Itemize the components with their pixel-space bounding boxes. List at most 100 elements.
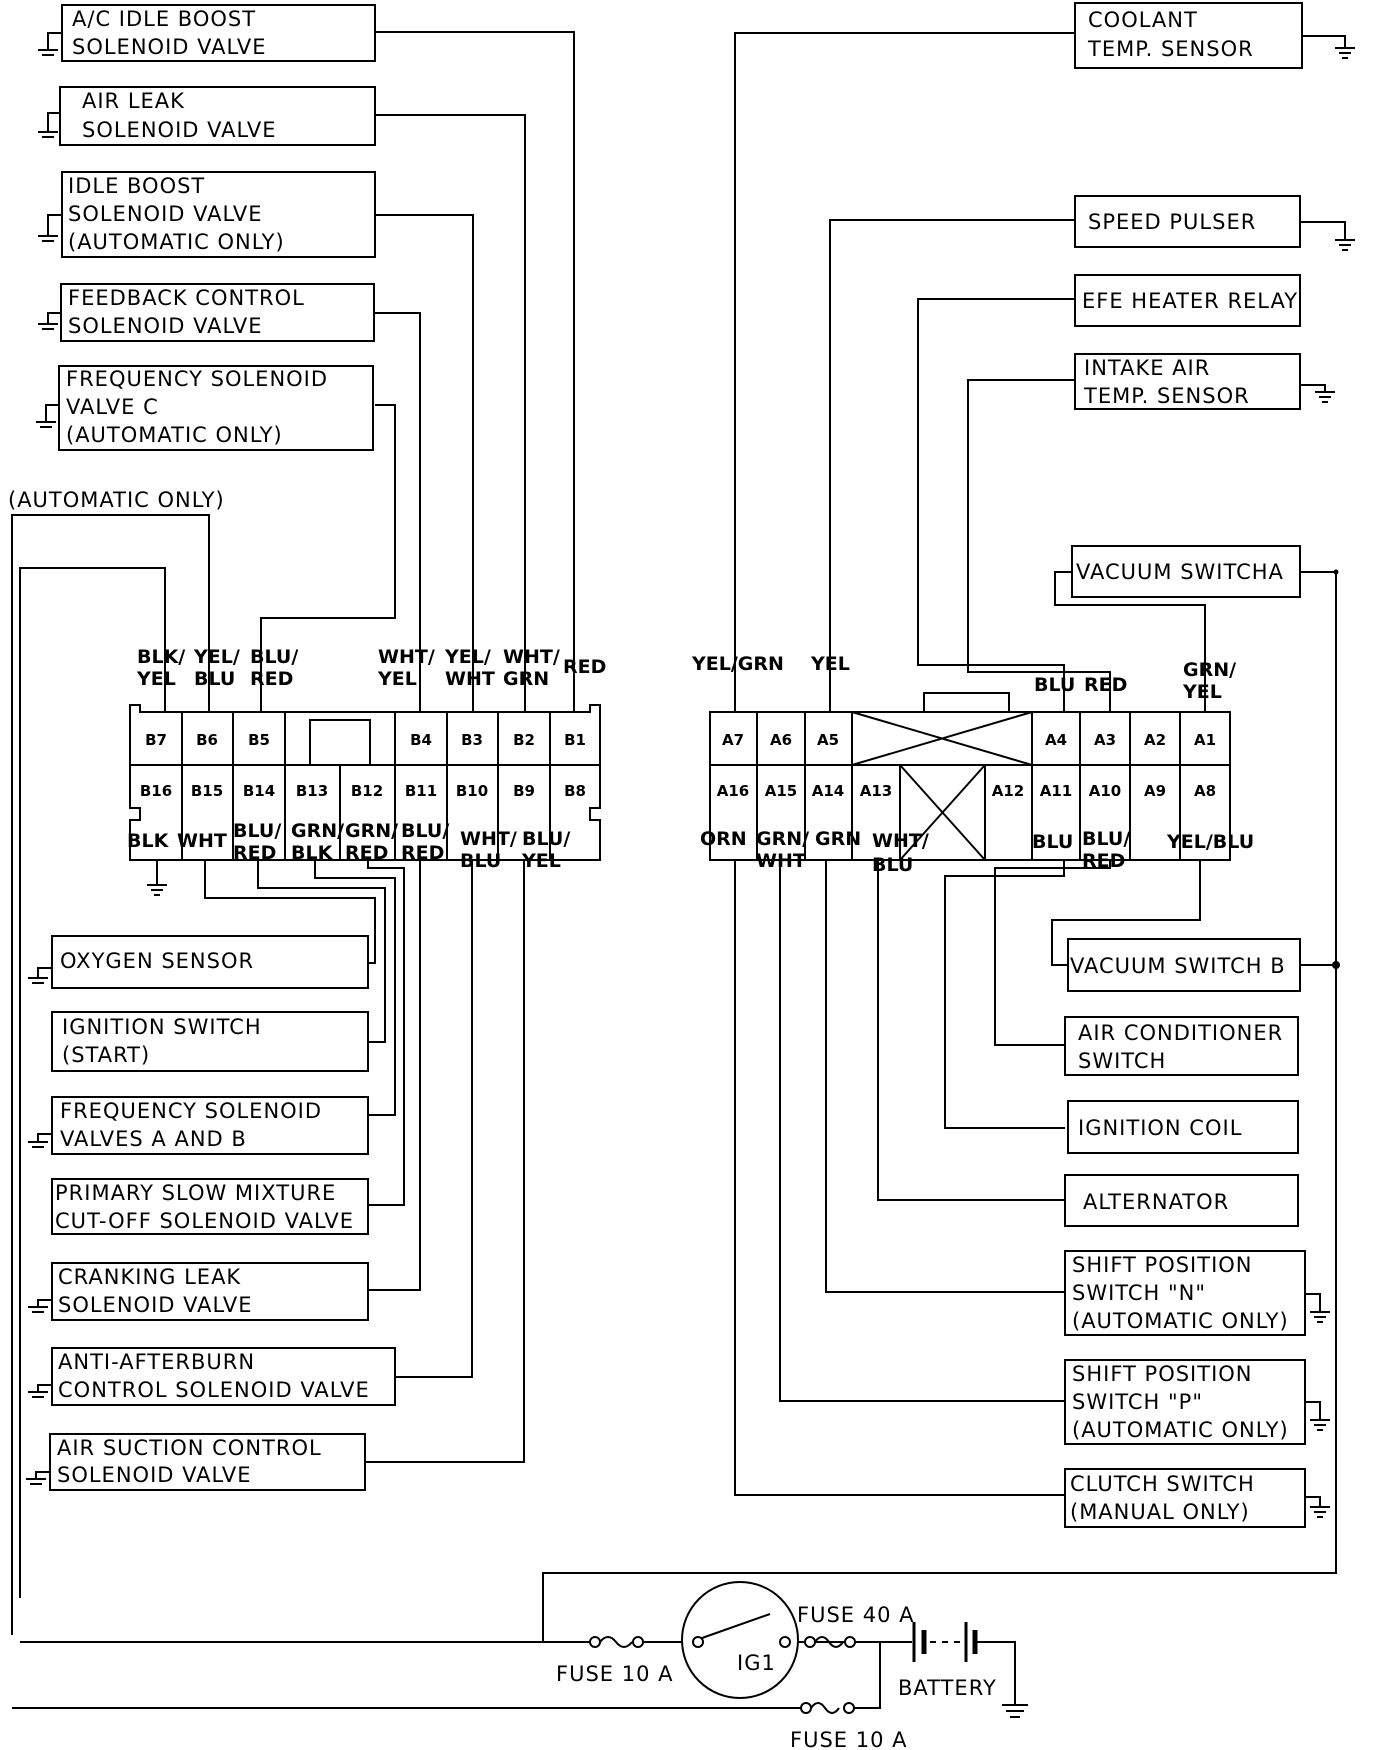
ground-icon xyxy=(26,1471,50,1485)
component-label: CUT-OFF SOLENOID VALVE xyxy=(55,1209,354,1233)
wire-color: BLU xyxy=(872,854,913,876)
component-label: VACUUM SWITCHA xyxy=(1076,560,1284,584)
ground-symbols xyxy=(26,32,1355,1718)
wire-color: YEL/ xyxy=(193,646,240,668)
component-label: (AUTOMATIC ONLY) xyxy=(66,423,283,447)
connector-b: B7 B6 B5 B4 B3 B2 B1 B16 B15 B14 B13 B12… xyxy=(129,704,601,861)
component-label: EFE HEATER RELAY xyxy=(1082,289,1298,313)
pin-a6: A6 xyxy=(770,731,792,749)
component-label: SPEED PULSER xyxy=(1088,210,1256,234)
pin-a14: A14 xyxy=(812,782,844,800)
clutch-switch: CLUTCH SWITCH (MANUAL ONLY) xyxy=(1064,1468,1306,1528)
pin-a9: A9 xyxy=(1144,782,1166,800)
pin-a1: A1 xyxy=(1194,731,1216,749)
pin-b5: B5 xyxy=(248,731,270,749)
component-label: PRIMARY SLOW MIXTURE xyxy=(55,1181,336,1205)
vacuum-switch-a: VACUUM SWITCHA xyxy=(1071,545,1301,598)
component-label: FEEDBACK CONTROL xyxy=(68,286,305,310)
component-label: AIR LEAK xyxy=(82,89,185,113)
wire-color: GRN xyxy=(815,828,861,850)
wire-color: GRN/ xyxy=(291,820,344,842)
wire-color: RED xyxy=(345,842,388,864)
pin-labels-b: B7 B6 B5 B4 B3 B2 B1 B16 B15 B14 B13 B12… xyxy=(140,731,586,800)
component-label: COOLANT xyxy=(1088,8,1198,32)
idle-boost-solenoid-valve: IDLE BOOST SOLENOID VALVE (AUTOMATIC ONL… xyxy=(61,171,376,258)
intake-air-temp-sensor: INTAKE AIR TEMP. SENSOR xyxy=(1074,353,1301,410)
fuse-main-label: FUSE 40 A xyxy=(797,1603,915,1627)
pin-a13: A13 xyxy=(860,782,892,800)
coolant-temp-sensor: COOLANT TEMP. SENSOR xyxy=(1074,2,1303,69)
cranking-leak-solenoid-valve: CRANKING LEAK SOLENOID VALVE xyxy=(51,1262,369,1321)
right-components: COOLANT TEMP. SENSOR SPEED PULSER EFE HE… xyxy=(1064,2,1306,1528)
ground-icon xyxy=(147,884,167,896)
connector-b-wire-labels: BLK/ YEL YEL/ BLU BLU/ RED WHT/ YEL YEL/… xyxy=(127,646,606,872)
wire-color: BLU xyxy=(1034,674,1075,696)
fuse-icon xyxy=(800,1702,855,1714)
wire-color: BLK xyxy=(127,830,170,852)
component-label: IGNITION SWITCH xyxy=(62,1015,262,1039)
wire-color: GRN/ xyxy=(756,828,809,850)
wire-color: BLU/ xyxy=(401,820,449,842)
wire-color: YEL/ xyxy=(444,646,491,668)
vacuum-switch-b: VACUUM SWITCH B xyxy=(1067,938,1301,992)
battery-label: BATTERY xyxy=(898,1676,997,1700)
ground-icon xyxy=(38,214,62,242)
component-label: (AUTOMATIC ONLY) xyxy=(68,230,285,254)
component-label: SOLENOID VALVE xyxy=(57,1463,252,1487)
ground-icon xyxy=(1305,1293,1330,1323)
ground-icon xyxy=(28,1384,52,1398)
component-label: TEMP. SENSOR xyxy=(1087,37,1254,61)
component-label: INTAKE AIR xyxy=(1084,356,1210,380)
component-label: TEMP. SENSOR xyxy=(1083,384,1250,408)
air-suction-control-solenoid-valve: AIR SUCTION CONTROL SOLENOID VALVE xyxy=(49,1433,366,1491)
pin-b14: B14 xyxy=(243,782,275,800)
ac-idle-boost-solenoid-valve: A/C IDLE BOOST SOLENOID VALVE xyxy=(61,4,376,62)
wire-color: BLU/ xyxy=(522,828,570,850)
feedback-control-solenoid-valve: FEEDBACK CONTROL SOLENOID VALVE xyxy=(60,283,375,342)
component-label: ALTERNATOR xyxy=(1083,1190,1229,1214)
pin-a5: A5 xyxy=(817,731,839,749)
frequency-solenoid-valve-c: FREQUENCY SOLENOID VALVE C (AUTOMATIC ON… xyxy=(58,365,374,451)
air-leak-solenoid-valve: AIR LEAK SOLENOID VALVE xyxy=(59,86,376,146)
component-label: SHIFT POSITION xyxy=(1072,1253,1253,1277)
component-label: SOLENOID VALVE xyxy=(82,118,277,142)
efe-heater-relay: EFE HEATER RELAY xyxy=(1074,274,1301,327)
wire-color: RED xyxy=(1084,674,1127,696)
component-label: AIR SUCTION CONTROL xyxy=(57,1436,322,1460)
wire-color: BLU/ xyxy=(250,646,298,668)
pin-b15: B15 xyxy=(191,782,223,800)
ground-icon xyxy=(1302,35,1355,59)
ground-icon xyxy=(1002,1704,1028,1718)
pin-a10: A10 xyxy=(1089,782,1121,800)
ground-icon xyxy=(28,1133,52,1148)
wire-color: RED xyxy=(233,842,276,864)
wire-color: WHT xyxy=(756,850,806,872)
ground-icon xyxy=(28,967,52,984)
component-label: FREQUENCY SOLENOID xyxy=(66,367,328,391)
pin-b3: B3 xyxy=(461,731,483,749)
component-label: CLUTCH SWITCH xyxy=(1070,1472,1255,1496)
pin-b2: B2 xyxy=(513,731,535,749)
component-label: IGNITION COIL xyxy=(1078,1116,1242,1140)
wire-color: RED xyxy=(401,842,444,864)
pin-b6: B6 xyxy=(196,731,218,749)
frequency-solenoid-valves-a-b: FREQUENCY SOLENOID VALVES A AND B xyxy=(51,1096,369,1155)
automatic-only-note: (AUTOMATIC ONLY) xyxy=(8,488,225,512)
ignition-switch-start: IGNITION SWITCH (START) xyxy=(51,1011,369,1072)
anti-afterburn-control-solenoid-valve: ANTI-AFTERBURN CONTROL SOLENOID VALVE xyxy=(51,1347,396,1406)
shift-position-switch-n: SHIFT POSITION SWITCH "N" (AUTOMATIC ONL… xyxy=(1064,1250,1306,1336)
component-label: (MANUAL ONLY) xyxy=(1070,1500,1250,1524)
wire-color: WHT/ xyxy=(378,646,435,668)
ground-icon xyxy=(1305,1401,1330,1431)
ground-icon xyxy=(28,1299,52,1313)
wire-color: GRN/ xyxy=(345,820,398,842)
component-label: SOLENOID VALVE xyxy=(68,202,263,226)
wire-color: BLU xyxy=(460,850,501,872)
pin-b8: B8 xyxy=(564,782,586,800)
ground-icon xyxy=(1305,1496,1330,1518)
component-label: SWITCH xyxy=(1078,1049,1166,1073)
component-label: (START) xyxy=(62,1043,150,1067)
pin-a4: A4 xyxy=(1045,731,1067,749)
component-label: CONTROL SOLENOID VALVE xyxy=(58,1378,370,1402)
component-label: FREQUENCY SOLENOID xyxy=(60,1099,322,1123)
